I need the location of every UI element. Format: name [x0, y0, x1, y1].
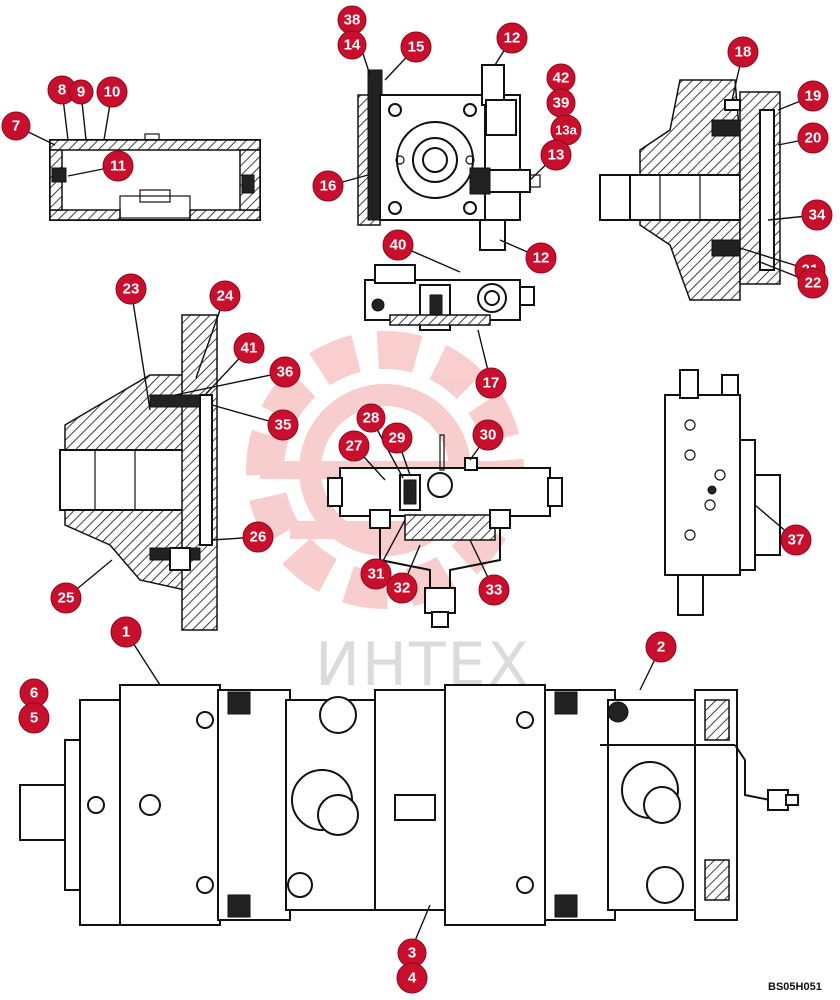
svg-text:22: 22 [805, 275, 822, 292]
svg-text:28: 28 [363, 410, 380, 427]
svg-text:16: 16 [320, 178, 337, 195]
callout-15: 15 [400, 31, 432, 63]
callout-38: 38 [337, 5, 367, 35]
svg-text:24: 24 [217, 288, 234, 305]
callout-34: 34 [801, 199, 833, 231]
svg-text:39: 39 [553, 95, 570, 112]
svg-text:20: 20 [805, 130, 822, 147]
svg-text:35: 35 [275, 417, 292, 434]
pump-housing-section [49, 133, 261, 221]
callout-40: 40 [382, 229, 414, 261]
svg-text:18: 18 [735, 44, 752, 61]
callout-11: 11 [102, 150, 134, 182]
callout-24: 24 [209, 280, 241, 312]
callout-4: 4 [396, 962, 428, 994]
svg-text:4: 4 [408, 970, 417, 987]
svg-text:23: 23 [123, 281, 140, 298]
svg-text:25: 25 [58, 590, 75, 607]
svg-text:2: 2 [657, 639, 665, 656]
svg-text:12: 12 [533, 250, 550, 267]
callout-18: 18 [727, 36, 759, 68]
svg-text:11: 11 [110, 158, 126, 175]
callout-36: 36 [269, 356, 301, 388]
svg-text:27: 27 [346, 438, 363, 455]
callout-20: 20 [797, 122, 829, 154]
svg-text:12: 12 [504, 30, 521, 47]
svg-text:13: 13 [548, 147, 565, 164]
callout-7: 7 [1, 111, 31, 141]
callout-13: 13 [540, 139, 572, 171]
callout-10: 10 [96, 76, 128, 108]
callout-31: 31 [360, 558, 392, 590]
callout-39: 39 [546, 88, 576, 118]
callout-41: 41 [233, 332, 265, 364]
svg-text:3: 3 [408, 945, 416, 962]
right-housing-section [599, 79, 781, 301]
callout-16: 16 [312, 170, 344, 202]
callout-32: 32 [386, 572, 418, 604]
svg-text:41: 41 [241, 340, 258, 357]
callout-9: 9 [68, 79, 94, 105]
callout-1: 1 [110, 616, 142, 648]
svg-text:36: 36 [277, 364, 294, 381]
drawing-code: BS05H051 [768, 981, 822, 993]
callout-12-lower: 12 [525, 242, 557, 274]
solenoid-valve-assembly [327, 434, 563, 628]
callout-12: 12 [496, 22, 528, 54]
side-valve-body [664, 369, 781, 616]
control-valve-block [364, 264, 535, 331]
svg-text:40: 40 [390, 237, 407, 254]
svg-text:1: 1 [122, 624, 130, 641]
callout-5: 5 [18, 702, 50, 734]
svg-text:9: 9 [77, 84, 85, 101]
callout-2: 2 [645, 631, 677, 663]
svg-text:17: 17 [483, 375, 500, 392]
svg-text:26: 26 [250, 529, 267, 546]
callout-17: 17 [475, 367, 507, 399]
svg-text:30: 30 [480, 427, 497, 444]
callout-37: 37 [780, 524, 812, 556]
callout-33: 33 [478, 574, 510, 606]
callout-42: 42 [546, 63, 576, 93]
callout-19: 19 [797, 80, 829, 112]
callout-26: 26 [242, 521, 274, 553]
svg-text:38: 38 [344, 12, 361, 29]
svg-text:29: 29 [389, 430, 406, 447]
callout-14: 14 [337, 30, 367, 60]
tandem-pump-assembly [19, 684, 799, 926]
callout-28: 28 [356, 403, 386, 433]
svg-text:5: 5 [30, 710, 38, 727]
callout-25: 25 [50, 582, 82, 614]
svg-text:10: 10 [104, 84, 121, 101]
svg-text:6: 6 [30, 685, 38, 702]
callout-23: 23 [115, 273, 147, 305]
callout-13a: 13a [550, 114, 582, 146]
svg-text:13a: 13a [555, 123, 577, 138]
callout-29: 29 [381, 422, 413, 454]
svg-text:14: 14 [344, 37, 361, 54]
svg-text:37: 37 [788, 532, 805, 549]
callout-27: 27 [338, 430, 370, 462]
svg-text:15: 15 [408, 39, 425, 56]
callout-22: 22 [797, 267, 829, 299]
svg-text:19: 19 [805, 88, 822, 105]
svg-text:42: 42 [553, 70, 570, 87]
svg-text:7: 7 [12, 118, 20, 135]
pump-body-section [59, 314, 218, 631]
svg-text:8: 8 [58, 82, 66, 99]
callout-35: 35 [267, 409, 299, 441]
svg-text:32: 32 [394, 580, 411, 597]
port-plate-assembly [357, 64, 541, 251]
callout-30: 30 [472, 419, 504, 451]
svg-text:31: 31 [368, 566, 385, 583]
svg-text:33: 33 [486, 582, 503, 599]
svg-text:34: 34 [809, 207, 826, 224]
